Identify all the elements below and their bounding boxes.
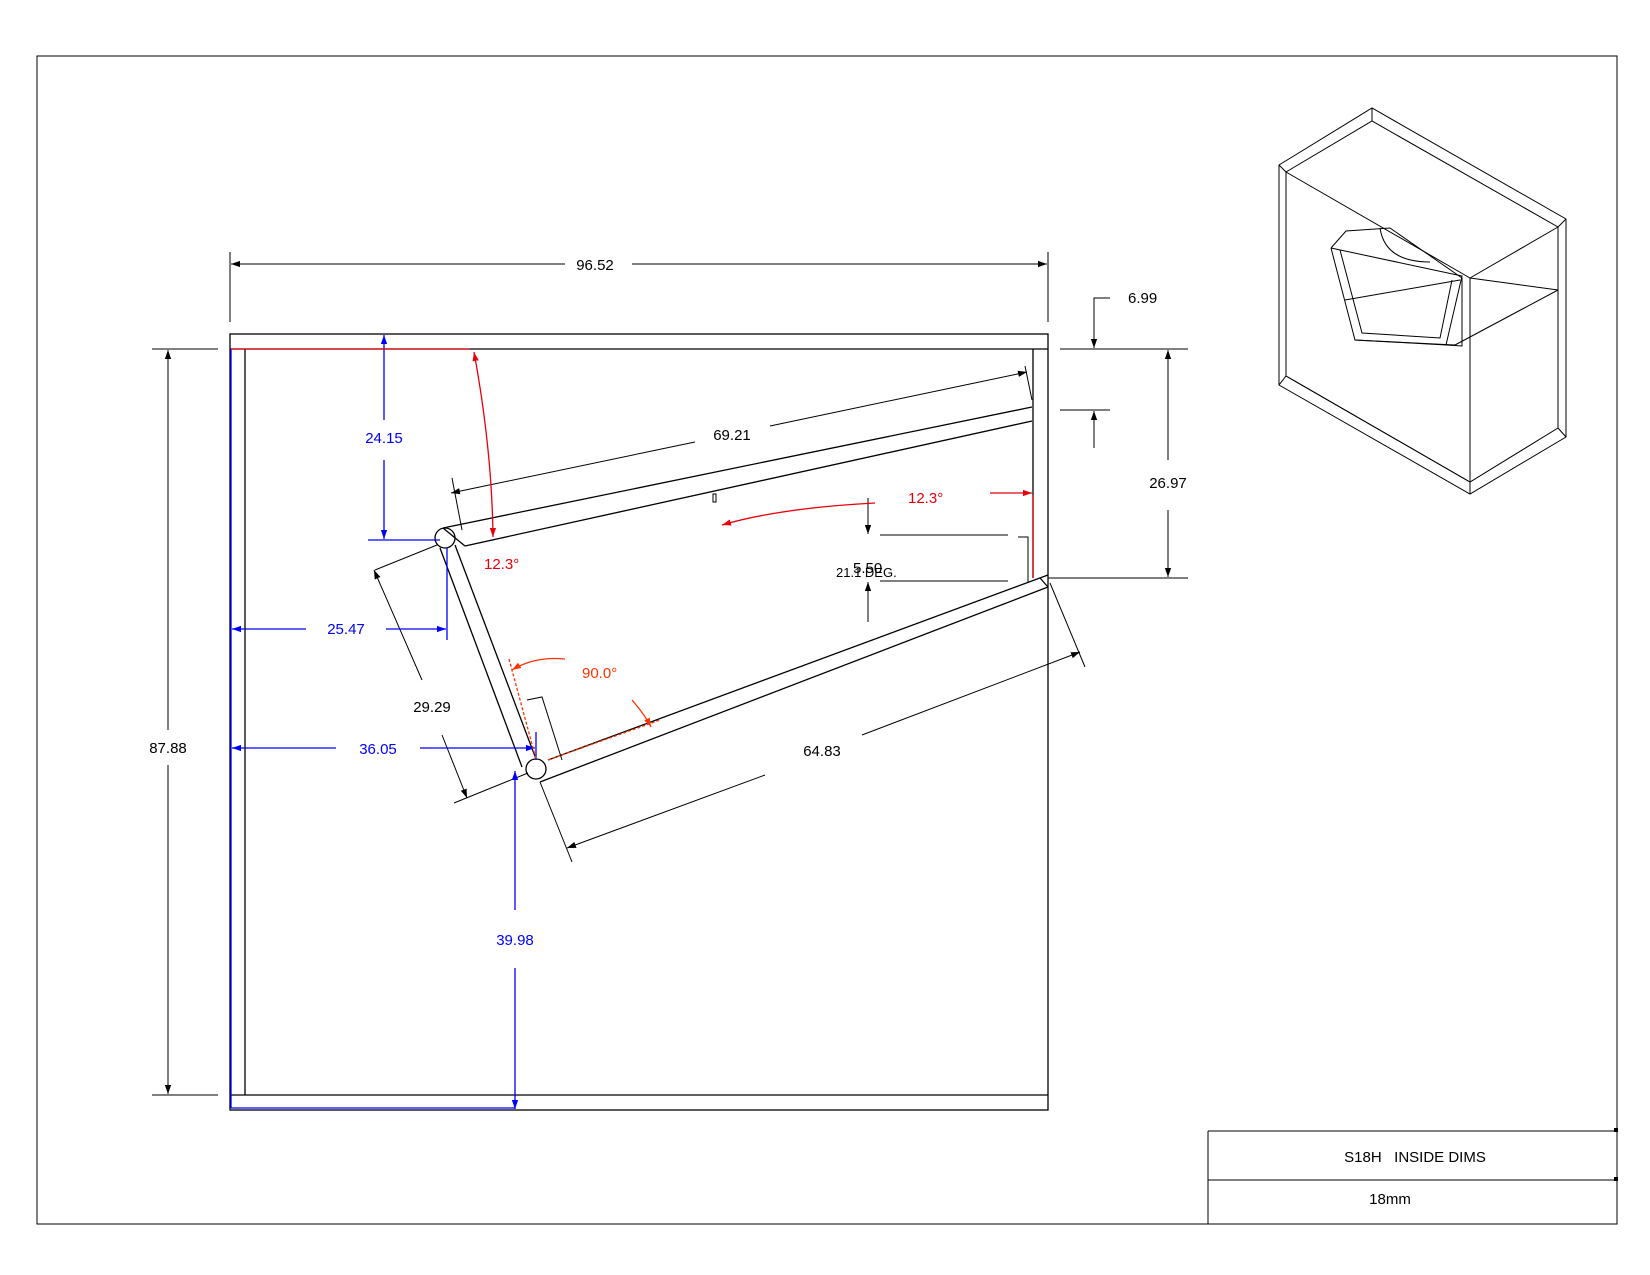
dim-top-offset-text: 6.99: [1128, 290, 1157, 307]
isometric-view: [1278, 107, 1567, 495]
dimension-upper-panel: 69.21: [450, 365, 1033, 531]
lower-hinge-circle: [525, 758, 547, 780]
dim-bottom-to-lower-hinge-text: 39.98: [496, 932, 534, 949]
dimension-top-offset: 6.99: [1060, 290, 1188, 448]
dim-upper-panel-text: 69.21: [713, 427, 751, 444]
dimension-top-to-upper-hinge: 24.15: [365, 335, 440, 541]
lower-panel-edge-b: [539, 586, 1049, 783]
dimension-front-panel: 29.29: [373, 544, 529, 804]
dim-mouth-gap-text: 5.50: [853, 560, 882, 577]
title-block-title: S18H INSIDE DIMS: [1344, 1149, 1486, 1166]
dimension-left-to-lower-hinge: 36.05: [232, 732, 537, 760]
mouth-insert: [1018, 536, 1029, 583]
dim-left-to-lower-hinge-text: 36.05: [359, 741, 397, 758]
angle-upper-left: 12.3°: [472, 351, 519, 573]
right-angle-marker: [526, 696, 563, 761]
dim-top-to-upper-hinge-text: 24.15: [365, 430, 403, 447]
title-block: S18H INSIDE DIMS 18mm: [1207, 1128, 1618, 1224]
upper-hinge-circle: [434, 527, 456, 549]
dim-right-height-text: 26.97: [1149, 475, 1187, 492]
dim-front-panel-text: 29.29: [413, 699, 451, 716]
lower-panel-end: [1039, 577, 1049, 588]
front-panel-edge-b: [439, 547, 523, 768]
dimension-lower-panel: 64.83: [539, 582, 1086, 863]
angle-upper-right-text: 12.3°: [908, 490, 943, 507]
upper-panel-edge-b: [464, 420, 1033, 547]
dimension-overall-width: 96.52: [229, 252, 1049, 322]
title-block-material: 18mm: [1369, 1191, 1411, 1208]
dimension-mouth-gap: 5.50 21.1 DEG.: [836, 498, 897, 622]
dim-overall-width-text: 96.52: [576, 257, 614, 274]
angle-lower-text: 21.1 DEG.: [836, 565, 897, 580]
dimension-overall-height: 87.88: [149, 348, 218, 1096]
angle-upper-right: 12.3°: [721, 489, 1032, 526]
dimension-bottom-to-lower-hinge: 39.98: [496, 771, 534, 1109]
dim-lower-panel-text: 64.83: [803, 743, 841, 760]
cabinet-outer: [229, 333, 1049, 1111]
angle-corner-text: 90.0°: [582, 665, 617, 682]
dimension-left-to-upper-hinge: 25.47: [232, 548, 448, 640]
dimension-right-height: 26.97: [1048, 350, 1188, 579]
upper-panel-end: [442, 527, 466, 547]
small-tick: [712, 493, 717, 503]
angle-corner: 90.0°: [508, 657, 661, 761]
cabinet-section: [229, 333, 1049, 1111]
sheet-border: [36, 55, 1618, 1225]
lower-panel-edge-a: [547, 574, 1049, 761]
upper-panel-edge-a: [442, 406, 1033, 529]
dim-overall-height-text: 87.88: [149, 740, 187, 757]
dim-left-to-upper-hinge-text: 25.47: [327, 621, 365, 638]
angle-upper-left-text: 12.3°: [484, 556, 519, 573]
front-panel-edge-a: [454, 544, 537, 760]
